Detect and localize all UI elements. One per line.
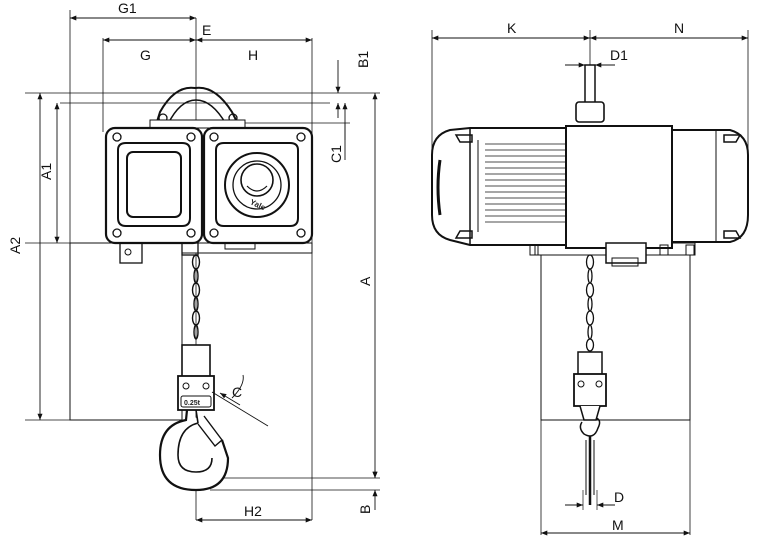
label-a1: A1: [38, 163, 54, 180]
label-h: H: [248, 47, 258, 63]
front-view-dimensions: [37, 15, 378, 523]
label-k: K: [507, 20, 517, 36]
label-c: C: [232, 384, 242, 400]
label-h2: H2: [244, 503, 262, 519]
label-a: A: [357, 276, 373, 286]
capacity-plate: 0.25t: [184, 400, 201, 407]
label-d1: D1: [610, 47, 628, 63]
side-view-dimensions: [432, 35, 748, 536]
load-chain: [191, 254, 201, 340]
side-view: [431, 30, 749, 535]
label-b: B: [357, 505, 373, 514]
label-c1: C1: [328, 145, 344, 163]
front-view: [25, 10, 380, 520]
label-m: M: [612, 517, 624, 533]
label-g: G: [140, 47, 151, 63]
label-a2: A2: [7, 237, 23, 254]
label-e: E: [202, 22, 211, 38]
label-b1: B1: [355, 51, 371, 68]
label-n: N: [674, 20, 684, 36]
label-d: D: [614, 489, 624, 505]
label-g1: G1: [118, 0, 137, 16]
dimension-labels: G1 E G H B1 A1 A2 C1 A C H2 B K N D1 D M: [7, 0, 684, 533]
side-load-chain: [585, 254, 595, 352]
